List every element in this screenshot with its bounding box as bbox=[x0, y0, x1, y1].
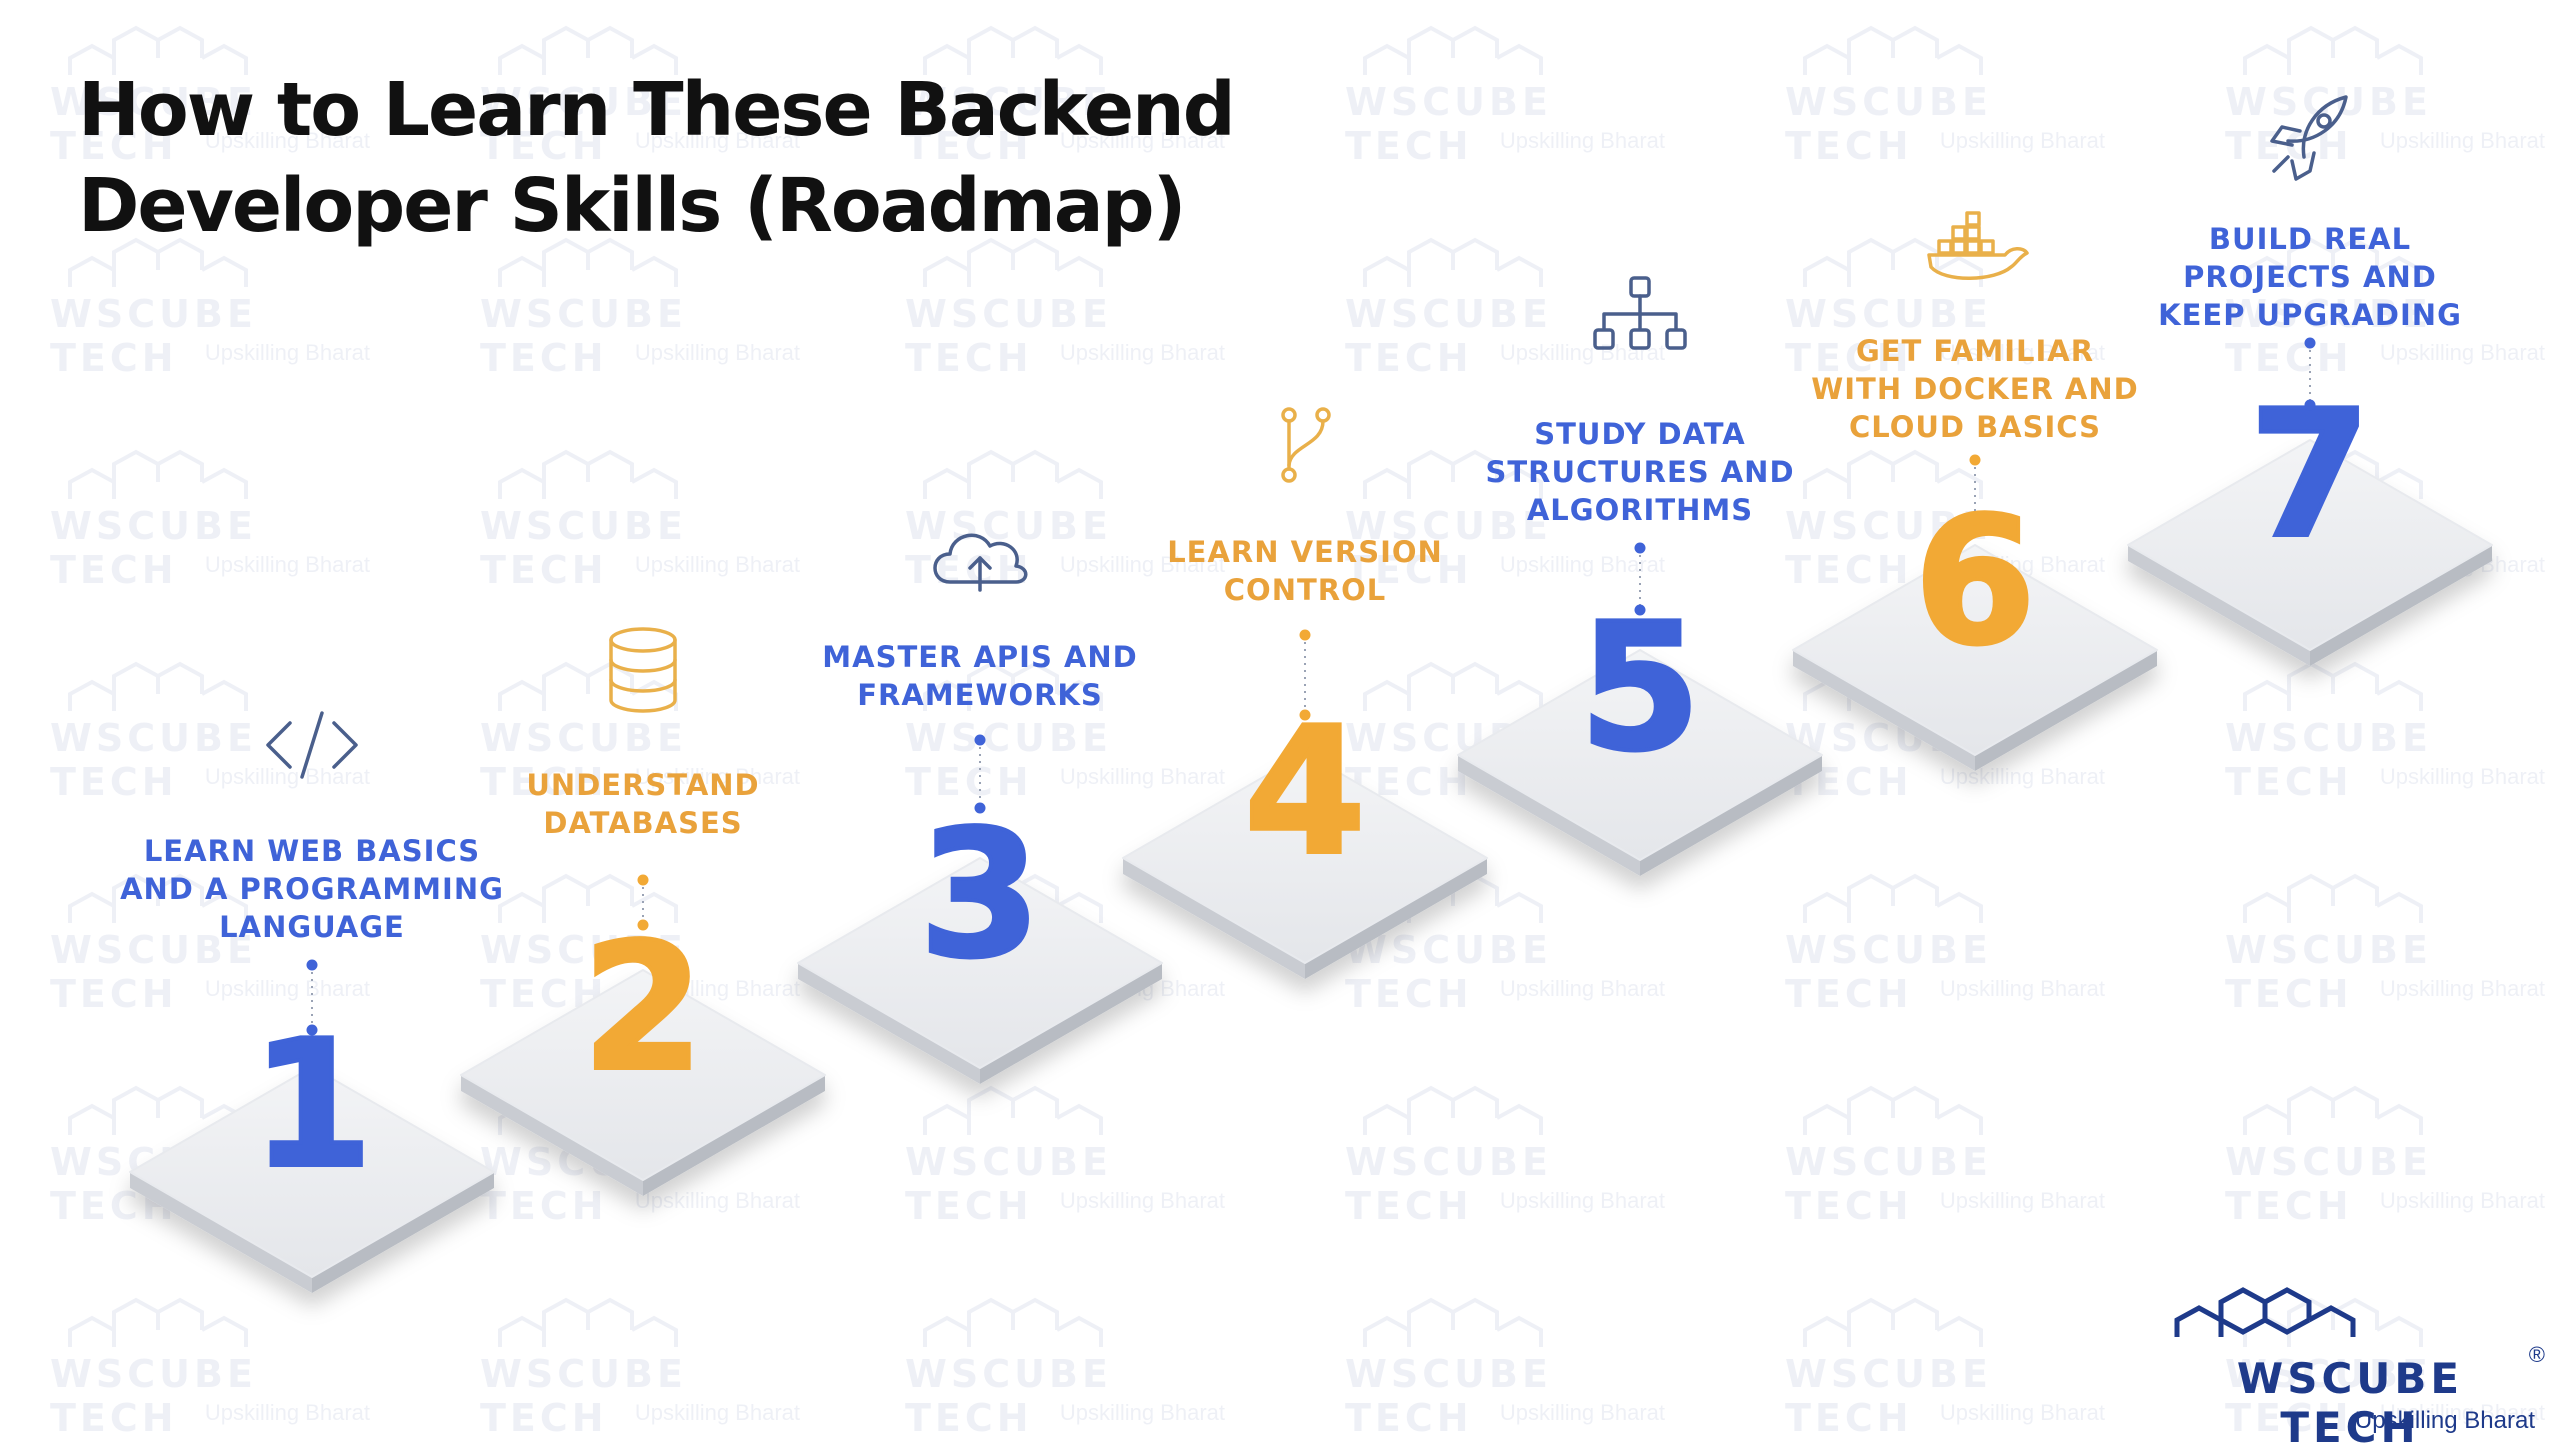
step-number: 3 bbox=[919, 794, 1041, 997]
step-label-line: CLOUD BASICS bbox=[1848, 410, 2102, 444]
connector-dot-top bbox=[2304, 337, 2316, 349]
connector-dot-top bbox=[1969, 454, 1981, 466]
step-number: 4 bbox=[1244, 691, 1366, 894]
connector-dot-top bbox=[637, 874, 649, 886]
logo-tagline: Upskilling Bharat bbox=[2354, 1407, 2535, 1434]
step-label-line: GET FAMILIAR bbox=[1855, 334, 2095, 368]
step-platform bbox=[2127, 439, 2493, 666]
code-icon bbox=[266, 711, 358, 779]
step-label-line: CONTROL bbox=[1223, 573, 1387, 607]
connector-dot-bottom bbox=[1634, 604, 1646, 616]
step-label-line: ALGORITHMS bbox=[1526, 493, 1754, 527]
step-label: BUILD REAL PROJECTS AND KEEP UPGRADING bbox=[2100, 220, 2520, 334]
step-label: GET FAMILIAR WITH DOCKER AND CLOUD BASICS bbox=[1765, 332, 2185, 446]
step-number: 1 bbox=[251, 1004, 373, 1207]
step-label-line: WITH DOCKER AND bbox=[1811, 372, 2139, 406]
hierarchy-icon bbox=[1593, 276, 1687, 350]
step-number: 6 bbox=[1914, 481, 2036, 684]
step-label-line: AND A PROGRAMMING bbox=[120, 872, 504, 906]
hexagon-logo-icon bbox=[2174, 1287, 2356, 1337]
connector-dot-top bbox=[306, 959, 318, 971]
step-label-line: LEARN VERSION bbox=[1167, 535, 1443, 569]
connector-dot-bottom bbox=[2304, 399, 2316, 411]
step-platform bbox=[797, 857, 1163, 1084]
step-label-line: UNDERSTAND bbox=[526, 768, 760, 802]
step-platform bbox=[460, 969, 826, 1196]
step-platform bbox=[1122, 752, 1488, 979]
connector-dot-bottom bbox=[1299, 709, 1311, 721]
connector-dot-bottom bbox=[1969, 514, 1981, 526]
step-label-line: KEEP UPGRADING bbox=[2158, 298, 2462, 332]
step-label-line: MASTER APIS AND bbox=[822, 640, 1138, 674]
docker-whale-icon bbox=[1927, 211, 2029, 280]
step-label: LEARN WEB BASICS AND A PROGRAMMING LANGUAG… bbox=[102, 832, 522, 946]
git-branch-icon bbox=[1281, 407, 1331, 483]
step-label-line: PROJECTS AND bbox=[2183, 260, 2437, 294]
connector-dot-top bbox=[1299, 629, 1311, 641]
step-label-line: LEARN WEB BASICS bbox=[143, 834, 481, 868]
step-number: 5 bbox=[1579, 587, 1701, 790]
step-label-line: STRUCTURES AND bbox=[1485, 455, 1795, 489]
step-number: 2 bbox=[582, 907, 704, 1110]
cloud-upload-icon bbox=[933, 533, 1028, 592]
connector-dot-bottom bbox=[974, 802, 986, 814]
connector-dot-bottom bbox=[637, 919, 649, 931]
step-label-line: LANGUAGE bbox=[219, 910, 405, 944]
logo-brand-text: WSCUBE TECH bbox=[2236, 1354, 2464, 1452]
registered-mark: ® bbox=[2528, 1342, 2545, 1367]
title-line-2: Developer Skills (Roadmap) bbox=[78, 163, 1186, 249]
connector-dot-top bbox=[1634, 542, 1646, 554]
connector-dot-bottom bbox=[306, 1024, 318, 1036]
step-label-line: DATABASES bbox=[543, 806, 743, 840]
step-label-line: BUILD REAL bbox=[2208, 222, 2412, 256]
page-title: How to Learn These Backend Developer Ski… bbox=[78, 62, 1236, 254]
step-platform bbox=[1457, 649, 1823, 876]
step-label-line: FRAMEWORKS bbox=[857, 678, 1103, 712]
step-label: UNDERSTAND DATABASES bbox=[433, 766, 853, 842]
step-label: MASTER APIS AND FRAMEWORKS bbox=[770, 638, 1190, 714]
connector-dot-top bbox=[974, 734, 986, 746]
step-label: LEARN VERSION CONTROL bbox=[1095, 533, 1515, 609]
database-icon bbox=[609, 627, 677, 713]
step-platform bbox=[1792, 544, 2158, 771]
step-platform bbox=[129, 1066, 495, 1293]
title-line-1: How to Learn These Backend bbox=[78, 67, 1236, 153]
step-label-line: STUDY DATA bbox=[1534, 417, 1746, 451]
step-label: STUDY DATA STRUCTURES AND ALGORITHMS bbox=[1430, 415, 1850, 529]
brand-logo: WSCUBE TECH ® Upskilling Bharat bbox=[2165, 1282, 2545, 1452]
rocket-icon bbox=[2270, 95, 2348, 181]
